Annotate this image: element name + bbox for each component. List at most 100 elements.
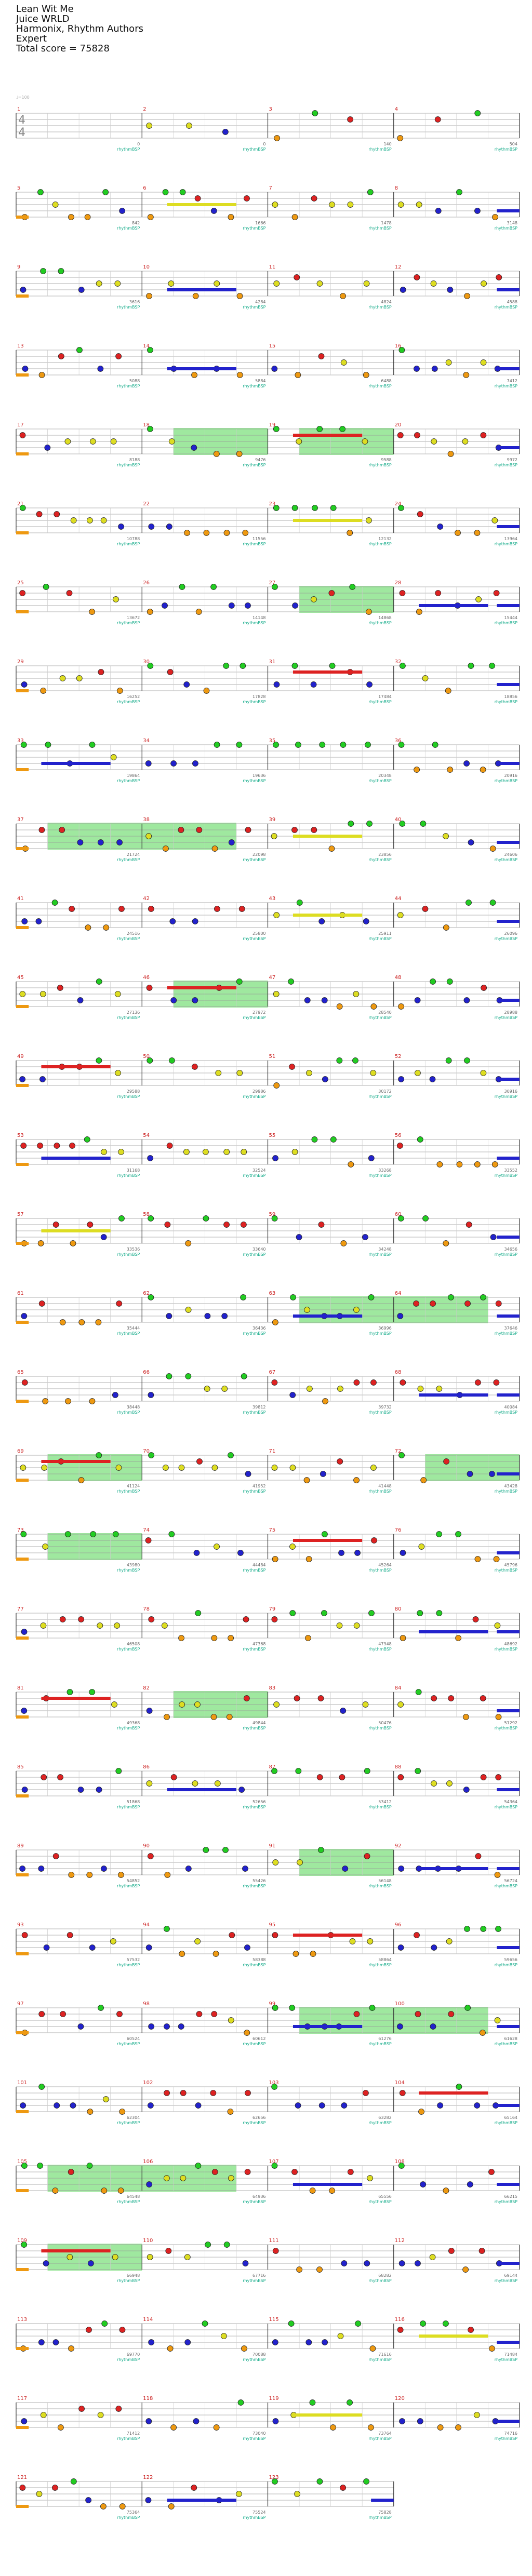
note — [446, 1780, 453, 1787]
note — [43, 1944, 50, 1951]
note — [244, 1944, 250, 1951]
note — [480, 1774, 487, 1780]
note — [349, 584, 356, 590]
note — [179, 584, 185, 590]
measure-score: 18856 — [504, 694, 517, 699]
sustain-bar — [419, 604, 488, 607]
note — [243, 1616, 249, 1622]
note — [89, 1944, 96, 1951]
note — [304, 1307, 310, 1313]
note — [348, 821, 354, 827]
measure-number: 13 — [17, 343, 24, 349]
note — [238, 1787, 245, 1793]
note — [118, 524, 124, 530]
note — [367, 2175, 374, 2181]
row-label: rhythmBSP — [369, 2515, 392, 2520]
note — [147, 1853, 154, 1859]
measure-score: 47948 — [378, 1642, 391, 1646]
row-label: rhythmBSP — [369, 1647, 392, 1652]
measure-score: 40084 — [504, 1405, 517, 1410]
row-label: rhythmBSP — [117, 2199, 140, 2204]
measure-score: 45796 — [504, 1563, 517, 1567]
note — [43, 2260, 49, 2266]
note — [463, 997, 470, 1003]
measure-number: 59 — [269, 1212, 276, 1217]
sustain-bar — [419, 1867, 488, 1870]
note — [398, 1452, 405, 1458]
row-label: rhythmBSP — [117, 1884, 140, 1888]
measure-score: 19636 — [252, 773, 265, 778]
note — [180, 2090, 187, 2096]
measure-score: 19864 — [127, 773, 140, 778]
note — [272, 584, 278, 590]
note — [20, 1531, 27, 1537]
sustain-bar — [292, 434, 363, 437]
note — [202, 1149, 209, 1155]
note — [57, 1774, 63, 1780]
note — [418, 2109, 424, 2115]
note — [273, 991, 280, 997]
note — [41, 1465, 48, 1471]
measure-score: 74716 — [504, 2431, 517, 2436]
note — [304, 997, 311, 1003]
note — [430, 1300, 436, 1307]
note — [368, 2424, 374, 2431]
note — [77, 839, 84, 846]
note — [185, 1866, 192, 1872]
note — [241, 1373, 247, 1379]
note — [455, 1531, 461, 1537]
note — [448, 1695, 455, 1701]
note — [244, 1695, 250, 1701]
note — [110, 438, 117, 445]
note — [366, 517, 372, 524]
note — [437, 524, 444, 530]
row-label: rhythmBSP — [495, 226, 517, 231]
note — [400, 663, 406, 669]
note — [414, 366, 420, 372]
measure-score: 3616 — [129, 300, 140, 304]
note — [489, 663, 495, 669]
note — [272, 1932, 278, 1938]
measure-number: 89 — [17, 1843, 24, 1849]
measure-number: 79 — [269, 1606, 276, 1612]
note — [113, 596, 119, 602]
note — [214, 1780, 221, 1787]
note — [164, 2023, 170, 2030]
note — [237, 2399, 244, 2406]
measure-number: 53 — [17, 1133, 24, 1138]
note — [222, 129, 229, 135]
measure-score: 70088 — [252, 2352, 265, 2357]
row-label: rhythmBSP — [117, 542, 140, 546]
note — [309, 2188, 316, 2194]
note — [310, 681, 317, 688]
note — [316, 2266, 323, 2273]
sustain-bar — [497, 1551, 520, 1554]
sustain-bar — [497, 2183, 520, 2186]
measure-number: 20 — [395, 422, 402, 428]
sustain-bar — [41, 1065, 111, 1068]
sustain-bar — [497, 1630, 520, 1633]
note — [78, 1477, 85, 1483]
note — [294, 274, 300, 280]
row-label: rhythmBSP — [495, 700, 517, 704]
row-label: rhythmBSP — [117, 1410, 140, 1415]
note — [464, 293, 471, 299]
note — [192, 760, 198, 767]
row-label: rhythmBSP — [369, 1568, 392, 1573]
note — [273, 426, 280, 432]
note — [164, 1926, 170, 1932]
note — [179, 1951, 185, 1957]
measure-number: 11 — [269, 264, 276, 270]
note — [273, 681, 280, 688]
note — [21, 1932, 28, 1938]
note — [64, 1531, 71, 1537]
note — [399, 2418, 405, 2424]
note — [431, 1695, 437, 1701]
note — [340, 1240, 347, 1246]
note — [119, 2109, 126, 2115]
note — [400, 1379, 406, 1386]
row-label: rhythmBSP — [495, 1726, 517, 1730]
sustain-bar — [497, 1157, 520, 1160]
note — [52, 2485, 58, 2491]
measure-score: 8188 — [129, 458, 140, 462]
